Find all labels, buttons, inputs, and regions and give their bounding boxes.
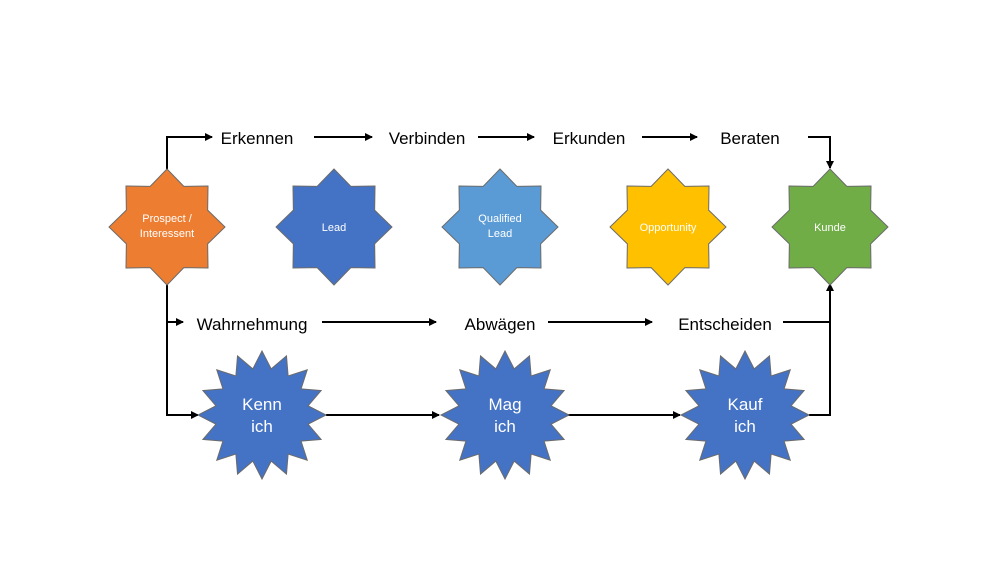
burst-kauf-ich: Kauf ich xyxy=(679,349,811,481)
burst-label-line-2: ich xyxy=(251,417,273,436)
stage-label-wahrnehmung: Wahrnehmung xyxy=(197,315,308,334)
stage-label-entscheiden: Entscheiden xyxy=(678,315,772,334)
connector-beraten-to-kunde xyxy=(808,136,834,169)
star-label-line-1: Lead xyxy=(322,222,346,234)
star-label-line-1: Prospect / xyxy=(142,213,192,225)
star-label-line-1: Opportunity xyxy=(640,222,697,234)
star-opportunity: Opportunity xyxy=(609,168,727,286)
star-label-line-1: Kunde xyxy=(814,222,846,234)
star-label-line-2: Interessent xyxy=(140,228,194,240)
stage-label-erkennen: Erkennen xyxy=(221,129,294,148)
star-label-line-2: Lead xyxy=(488,228,512,240)
star-qualified-lead: Qualified Lead xyxy=(441,168,559,286)
stage-label-verbinden: Verbinden xyxy=(389,129,466,148)
star-lead: Lead xyxy=(275,168,393,286)
connector-prospect-to-erkennen xyxy=(166,133,213,173)
burst-label-line-2: ich xyxy=(494,417,516,436)
burst-kenn-ich: Kenn ich xyxy=(196,349,328,481)
burst-label-line-2: ich xyxy=(734,417,756,436)
star-label-line-1: Qualified xyxy=(478,213,521,225)
star-kunde: Kunde xyxy=(771,168,889,286)
burst-label-line-1: Mag xyxy=(488,395,521,414)
burst-label-line-1: Kenn xyxy=(242,395,282,414)
stage-label-beraten: Beraten xyxy=(720,129,780,148)
stage-label-abwaegen: Abwägen xyxy=(465,315,536,334)
burst-label-line-1: Kauf xyxy=(728,395,763,414)
burst-mag-ich: Mag ich xyxy=(439,349,571,481)
star-prospect-interessent: Prospect / Interessent xyxy=(108,168,226,286)
connector-kauf-to-kunde xyxy=(809,283,834,416)
stage-label-erkunden: Erkunden xyxy=(553,129,626,148)
connector-prospect-to-kenn-ich xyxy=(166,281,199,419)
